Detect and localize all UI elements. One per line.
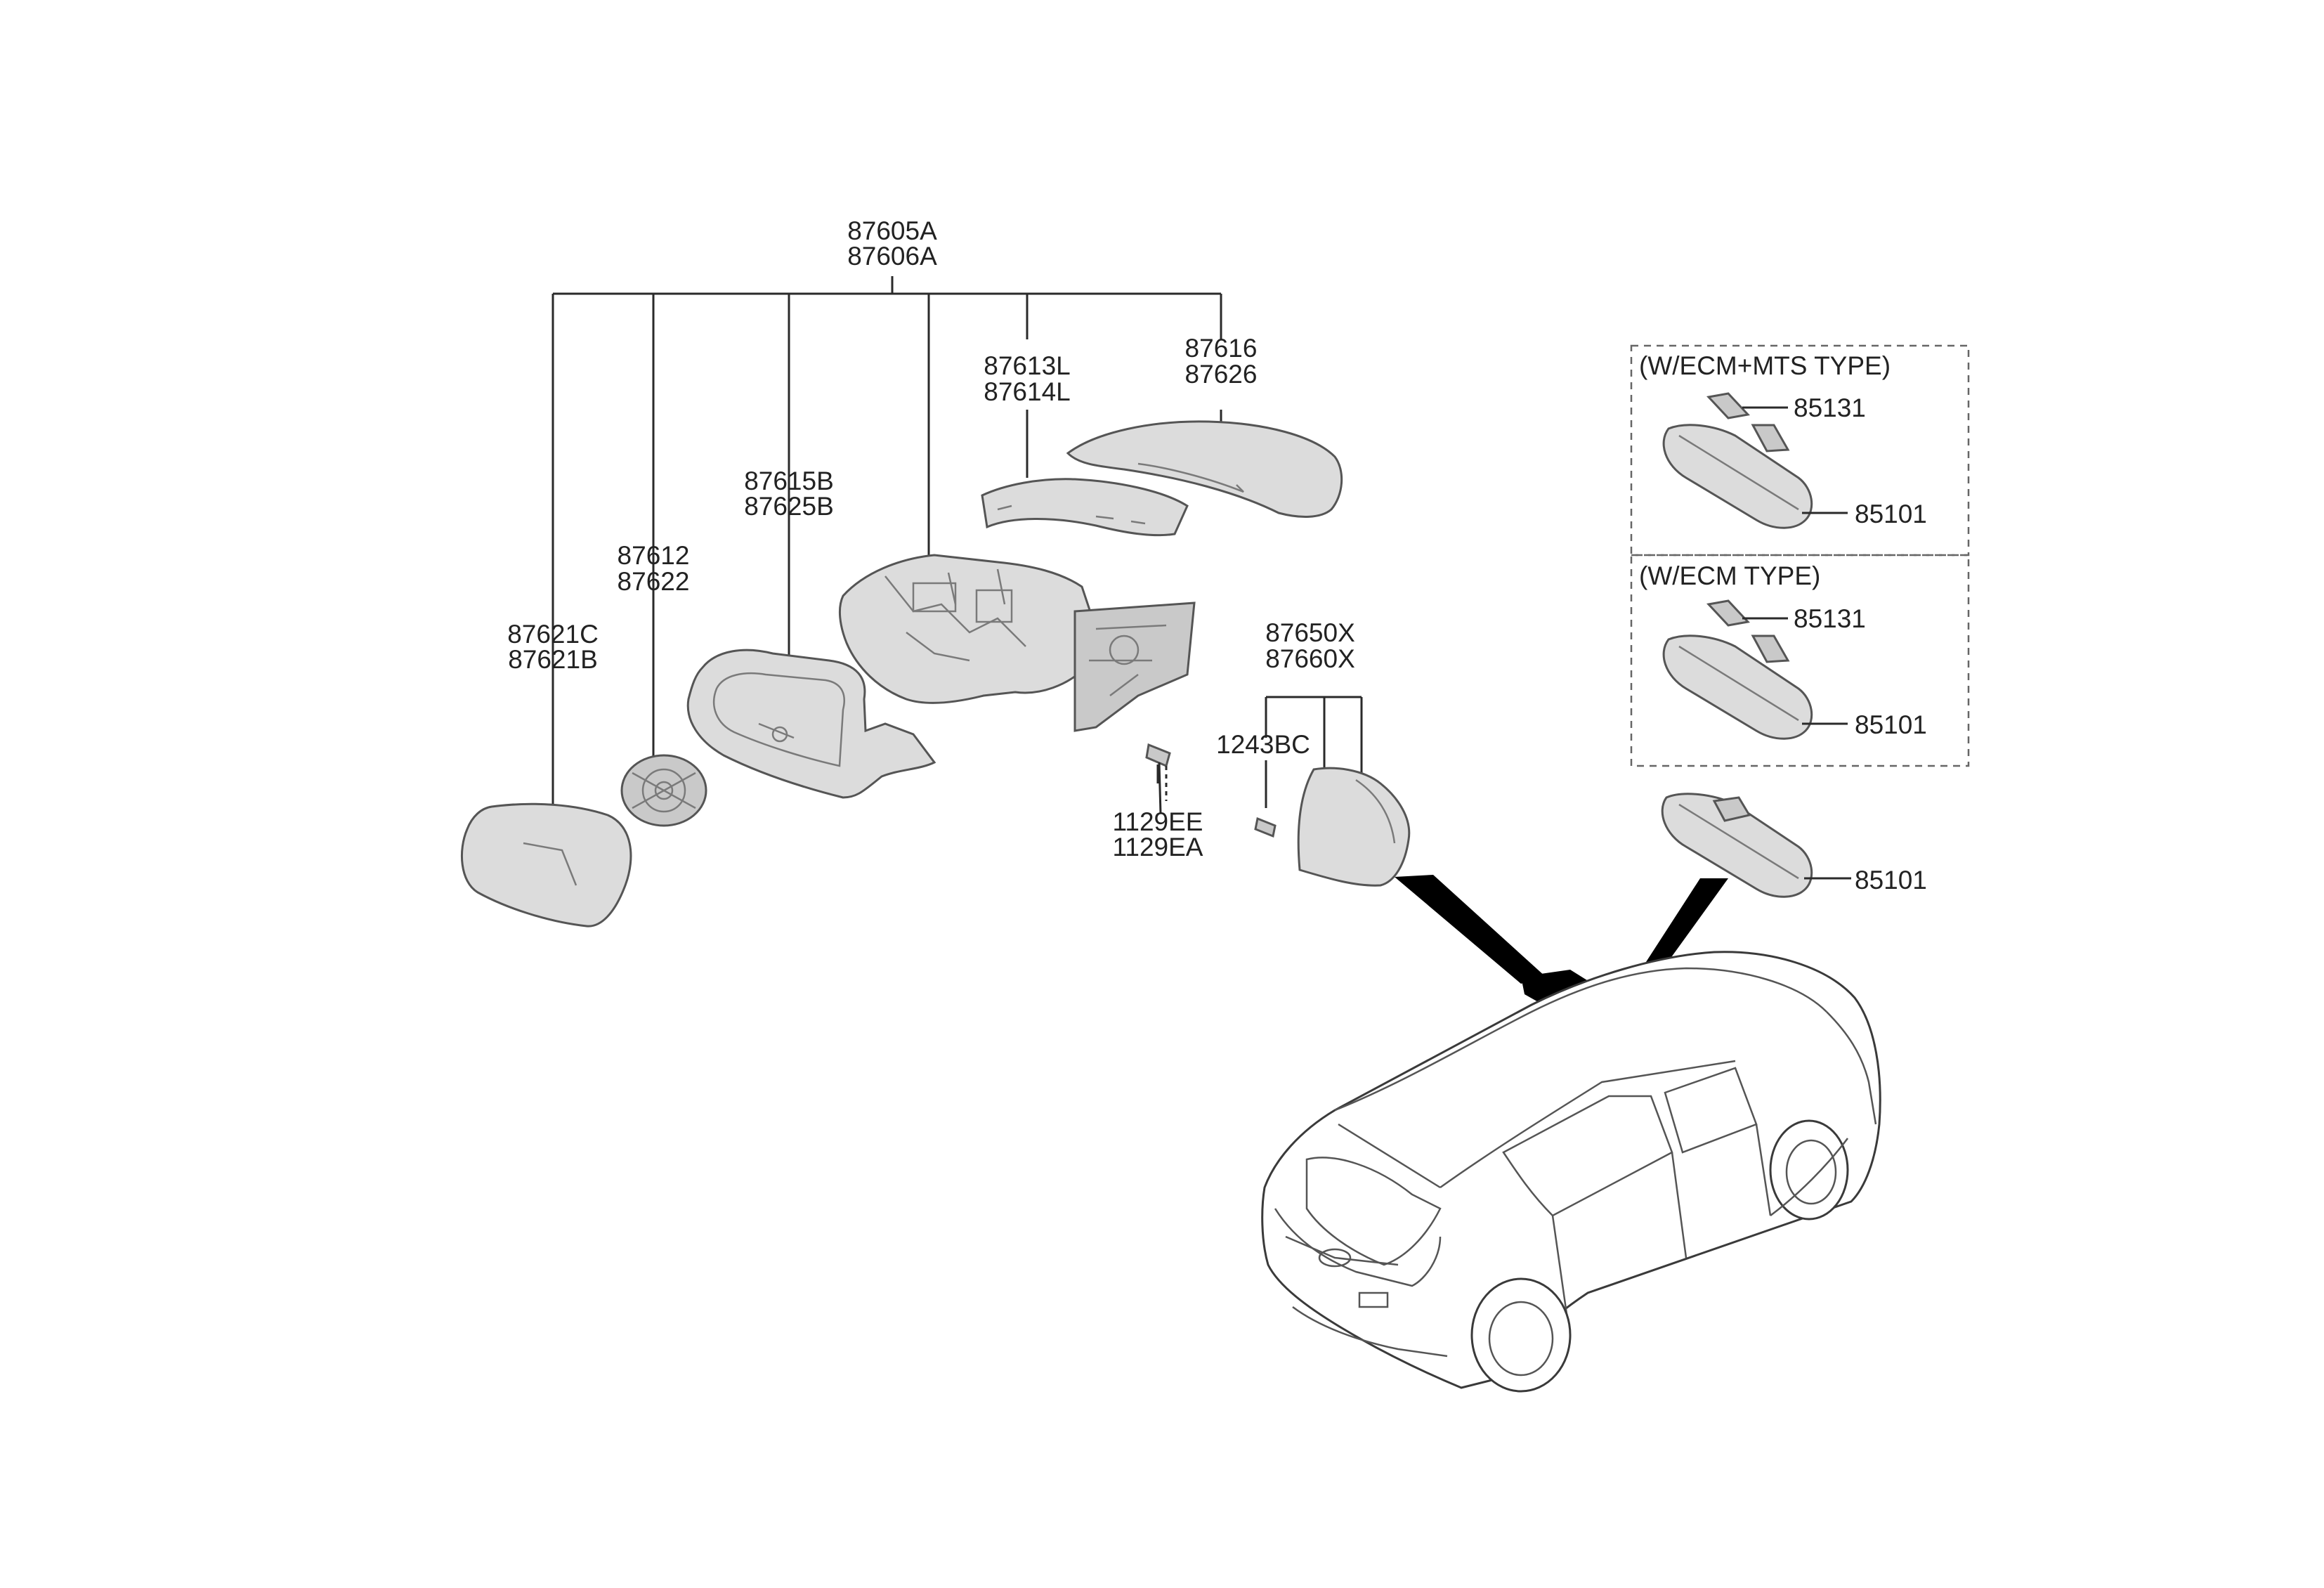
bolt-part	[1145, 743, 1171, 814]
box1-mirror-part	[1662, 424, 1848, 529]
box1-mirror-callout: 85101	[1855, 500, 1927, 528]
screw-part	[1254, 816, 1277, 838]
callout-87625b: 87625B	[744, 492, 834, 521]
box2-mirror-part	[1662, 634, 1848, 740]
box2-cover-callout: 85131	[1794, 604, 1866, 633]
triangle-cover-leader	[1265, 696, 1363, 808]
callout-1129ea: 1129EA	[1113, 833, 1203, 861]
box2-cover-part	[1706, 599, 1790, 663]
standard-mirror-callout: 85101	[1855, 866, 1927, 894]
box1-title: (W/ECM+MTS TYPE)	[1639, 351, 1891, 380]
callout-87650x: 87650X	[1265, 618, 1355, 647]
assembly-leader-tree	[551, 276, 1222, 807]
box2-title: (W/ECM TYPE)	[1639, 561, 1820, 590]
triangle-cover-part	[1297, 767, 1411, 887]
callout-1243bc: 1243BC	[1216, 730, 1310, 759]
callout-1129ee: 1129EE	[1113, 807, 1203, 836]
vehicle-illustration	[1261, 951, 1881, 1393]
callout-87626: 87626	[1185, 360, 1258, 389]
mirror-glass-part	[460, 802, 632, 928]
callout-87660x: 87660X	[1265, 644, 1355, 673]
scalp-cover-part	[1066, 420, 1343, 518]
box1-cover-part	[1706, 392, 1790, 453]
callout-87616: 87616	[1185, 334, 1258, 363]
mirror-body-part	[839, 554, 1196, 732]
inside-mirror-box-2	[1630, 554, 1970, 767]
inside-mirror-box-1	[1630, 344, 1970, 557]
callout-87621b: 87621B	[508, 645, 598, 674]
callout-87613l: 87613L	[984, 351, 1070, 380]
callout-87606a: 87606A	[847, 242, 937, 271]
box2-mirror-callout: 85101	[1855, 710, 1927, 739]
callout-87622: 87622	[618, 567, 690, 596]
housing-frame-part	[686, 649, 936, 799]
box1-cover-callout: 85131	[1794, 393, 1866, 422]
callout-87621c: 87621C	[507, 620, 599, 649]
callout-87605a: 87605A	[847, 216, 937, 245]
callout-87614l: 87614L	[984, 377, 1070, 406]
pointer-to-outside-mirror	[1395, 875, 1598, 1006]
callout-87612: 87612	[618, 541, 690, 570]
callout-87615b: 87615B	[744, 467, 834, 495]
side-repeater-part	[981, 478, 1189, 537]
actuator-part	[620, 754, 707, 827]
standard-inside-mirror-part	[1661, 793, 1851, 898]
